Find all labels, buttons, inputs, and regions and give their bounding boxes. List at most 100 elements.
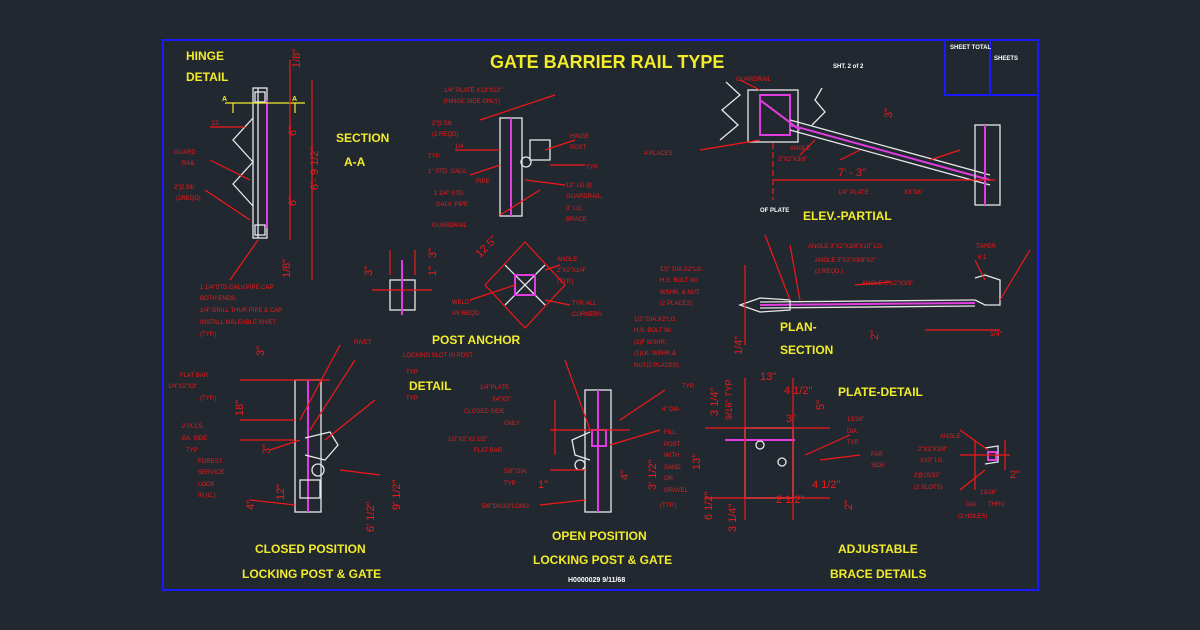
bolt-note-9: NUT(2 PLACES)	[634, 363, 679, 369]
plan-note-2: ANGLE 3"X2"X3/8"X2"	[815, 258, 876, 264]
bolt-note-7: (2)F WSHR.,	[634, 340, 669, 346]
dim-plate-13b: 13"	[691, 454, 703, 470]
elev-note-2: ANGLE	[790, 146, 810, 152]
dim-plate-5: 5"	[815, 400, 827, 410]
title-closed-2: LOCKING POST & GATE	[242, 567, 381, 581]
title-adjustable-2: BRACE DETAILS	[830, 567, 926, 581]
hinge-cap-2: BOTH ENDS,	[200, 296, 237, 302]
dim-closed-3b: 3"	[261, 444, 273, 454]
dim-post-1-4: 1/4	[455, 144, 464, 150]
dim-plate-6-12: 6 1/2"	[703, 492, 715, 520]
dim-plate-2-12: 2 1/2"	[776, 494, 804, 506]
drawing-number: H0000029 9/11/68	[568, 577, 625, 584]
open-note-8: TYP	[504, 481, 516, 487]
plan-note-3: (2 REQD.)	[815, 269, 843, 275]
bolt-note-2: H.S. BOLT W/	[660, 278, 698, 284]
post-note-12: POST	[570, 145, 587, 151]
title-closed-1: CLOSED POSITION	[255, 542, 366, 556]
title-post-anchor-2: DETAIL	[409, 379, 451, 393]
post-note-5: TYP	[428, 154, 440, 160]
title-plan-1: PLAN-	[780, 320, 817, 334]
sheets-label: SHEETS	[994, 56, 1018, 62]
dim-plan-1-4: 1/4"	[733, 336, 745, 355]
closed-note-7: TYP	[406, 396, 418, 402]
post-note-10: GUARDRAIL	[432, 223, 468, 229]
closed-note-3: TYP	[406, 370, 418, 376]
dim-hinge-6b: 6"	[287, 196, 299, 206]
plan-note-5: TAPER	[976, 244, 996, 250]
closed-note-8: 2 PLCS.	[182, 424, 205, 430]
anchor-note-3: (TYP.)	[557, 279, 574, 285]
title-section-2: A-A	[344, 155, 366, 169]
hinge-cap-3: 1/4" DRILL THUR PIPE & CAP	[200, 308, 282, 314]
dim-brace-2: 2"	[1010, 469, 1020, 481]
closed-note-4: FLAT BAR	[180, 373, 209, 379]
post-note-16: 3" LG.	[566, 206, 583, 212]
anchor-note-4: TYP. ALL	[572, 301, 597, 307]
plate-note-4: FAR	[871, 452, 883, 458]
open-note-15: OR	[664, 476, 674, 482]
dim-closed-18: 18"	[234, 400, 246, 416]
closed-note-11: FOREST	[198, 459, 223, 465]
anchor-note-5: CORNERS	[572, 312, 602, 318]
elev-note-7: OF PLATE	[760, 208, 789, 214]
dim-anchor-12-5: 12.5"	[474, 234, 500, 260]
sheet-border	[162, 39, 1039, 591]
dim-plan-2: 2"	[869, 330, 881, 340]
bolt-note-3: WSHR. & NUT	[660, 290, 700, 296]
plate-detail-drawing	[705, 378, 861, 520]
post-note-2: (HINGE SIDE ONLY)	[444, 99, 500, 105]
brace-note-2: 2"X3"X3/8"	[918, 447, 947, 453]
bolt-note-8: (1)LK. WSHR.&	[634, 351, 676, 357]
elev-partial-drawing	[699, 79, 1001, 206]
hinge-note-2: RAIL	[182, 161, 196, 167]
hinge-cap-4: INSTALL MALEABLE RIVET	[200, 320, 277, 326]
plate-note-5: SIDE	[871, 463, 885, 469]
dim-closed-3: 3"	[255, 346, 267, 356]
open-note-16: GRAVEL	[664, 488, 689, 494]
open-note-4: ONLY	[504, 421, 520, 427]
brace-note-4: 2@15/32"	[914, 473, 941, 479]
post-note-7: PIPE	[476, 179, 490, 185]
elev-note-1: GUARDRAIL	[736, 77, 772, 83]
elev-note-6: X3"X6"	[904, 190, 923, 196]
elev-note-5: 1/4" PLATE	[838, 190, 869, 196]
open-note-3: CLOSED SIDE	[464, 409, 504, 415]
title-open-2: LOCKING POST & GATE	[533, 553, 672, 567]
dim-plate-3: 3"	[786, 413, 796, 425]
closed-note-5: 1/4"X2"X3"	[168, 384, 197, 390]
anchor-note-2: 2"X2"X1/4"	[557, 268, 586, 274]
dim-plate-4-12: 4 1/2"	[784, 385, 812, 397]
anchor-note-7: AS REQD.	[452, 311, 481, 317]
open-note-13: WITH	[664, 453, 679, 459]
bolt-note-6: H.S. BOLT W/	[634, 328, 672, 334]
dim-plate-3-14: 3 1/4"	[709, 388, 721, 416]
plan-note-1: ANGLE 3"X2"X3/8"X10" LG.	[808, 244, 884, 250]
hinge-note-1: GUARD	[174, 150, 196, 156]
open-note-10: 4" DIA.	[662, 407, 681, 413]
plate-note-1: 13/16"	[847, 417, 864, 423]
drawing-title: GATE BARRIER RAIL TYPE	[490, 52, 724, 72]
open-note-17: (TYP.)	[660, 503, 677, 509]
hinge-detail-drawing	[204, 60, 313, 281]
dim-plan-1-4b: 1/4"	[990, 331, 1003, 338]
dim-open-3-12: 3' 1/2"	[647, 459, 659, 490]
svg-text:A: A	[222, 96, 227, 103]
dim-plate-3-14b: 3 1/4"	[727, 504, 739, 532]
sheet-number: SHT. 2 of 2	[833, 64, 864, 70]
title-hinge-1: HINGE	[186, 49, 224, 63]
post-note-6: 1" STD. GALV.	[428, 169, 467, 175]
hinge-note-4: (2REQD)	[176, 196, 201, 202]
closed-note-10: TYP	[186, 448, 198, 454]
closed-note-13: LOCK	[198, 482, 214, 488]
title-plan-2: SECTION	[780, 343, 833, 357]
dim-plate-2: 2"	[843, 500, 855, 510]
brace-note-1: ANGLE	[940, 434, 960, 440]
open-note-5: 1/2"X2"X2 1/2"	[448, 437, 487, 443]
dim-hinge-6: 6"	[287, 126, 299, 136]
closed-note-1: RIVET	[354, 340, 372, 346]
closed-note-12: SERVICE	[198, 470, 224, 476]
post-note-14: 13" LG.@	[566, 183, 592, 189]
